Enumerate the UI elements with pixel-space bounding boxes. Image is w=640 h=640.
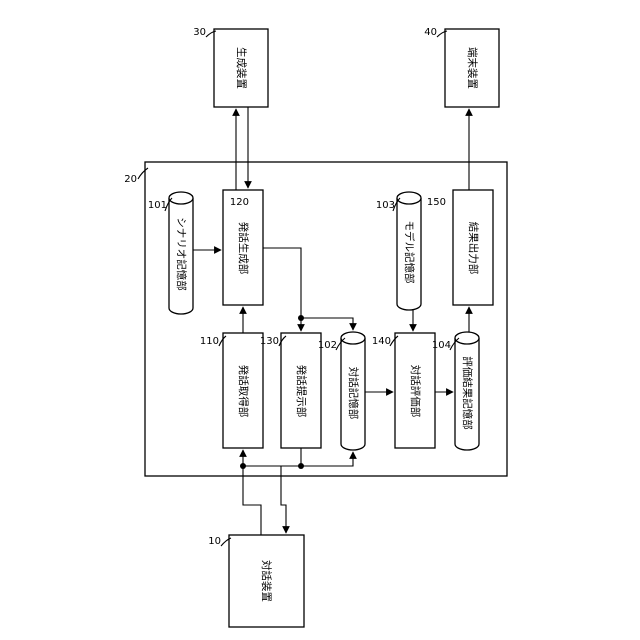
junction-dot-upper — [298, 315, 304, 321]
label-110: 発話取得部 — [237, 365, 250, 418]
ref-130: 130 — [260, 336, 279, 347]
label-104: 評価結果記憶部 — [461, 356, 474, 430]
arrow-120-to-102 — [301, 318, 353, 330]
junction-dot-lower-right — [298, 463, 304, 469]
label-10: 対話装置 — [260, 560, 273, 602]
ref-120: 120 — [230, 197, 249, 208]
ref-20: 20 — [124, 174, 137, 185]
junction-dot-lower-left — [240, 463, 246, 469]
label-103: モデル記憶部 — [403, 221, 416, 284]
ref-101: 101 — [148, 200, 167, 211]
storage-103-top — [397, 192, 421, 204]
storage-101-top — [169, 192, 193, 204]
label-120: 発話生成部 — [237, 222, 250, 275]
ref-30: 30 — [193, 27, 206, 38]
ref-104: 104 — [432, 340, 451, 351]
label-140: 対話評価部 — [409, 365, 422, 418]
label-150: 結果出力部 — [467, 222, 480, 275]
ref-102: 102 — [318, 340, 337, 351]
label-30: 生成装置 — [235, 47, 248, 89]
ref-10: 10 — [208, 536, 221, 547]
arrow-10-to-110 — [243, 450, 261, 535]
ref-140: 140 — [372, 336, 391, 347]
label-101: シナリオ記憶部 — [175, 217, 188, 291]
arrow-bus-to-102 — [243, 452, 353, 466]
arrow-130-to-10 — [281, 448, 301, 533]
ref-150: 150 — [427, 197, 446, 208]
label-130: 発話提示部 — [295, 365, 308, 418]
label-40: 端末装置 — [466, 47, 479, 89]
ref-103: 103 — [376, 200, 395, 211]
leader-20 — [138, 168, 148, 179]
ref-40: 40 — [424, 27, 437, 38]
arrow-120-to-130 — [263, 248, 301, 331]
ref-110: 110 — [200, 336, 219, 347]
label-102: 対話記憶部 — [347, 367, 360, 420]
